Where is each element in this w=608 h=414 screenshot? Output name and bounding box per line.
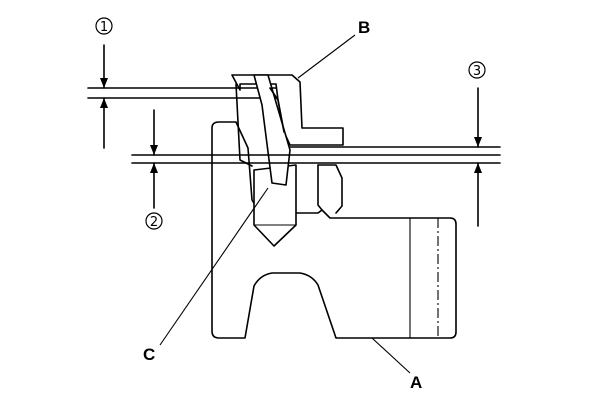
part-b-clip	[231, 74, 344, 146]
dim3-arrow-up	[474, 163, 482, 173]
dim1-arrow-up	[100, 98, 108, 108]
part-b-leg	[253, 74, 291, 186]
label-b: B	[358, 18, 370, 37]
leader-b	[297, 34, 356, 79]
dim3-arrow-down	[474, 137, 482, 147]
part-b-inner	[235, 83, 253, 167]
dim2-circle	[145, 212, 163, 230]
label-c: C	[143, 345, 155, 364]
dim1-circle	[95, 17, 113, 35]
part-a-step	[317, 164, 343, 214]
leader-a	[371, 337, 411, 374]
label-a: A	[410, 373, 422, 392]
part-a-step-left	[317, 164, 323, 211]
dim1-label: 1	[100, 20, 108, 35]
dim3-circle	[468, 61, 486, 79]
leader-c	[159, 187, 269, 346]
part-b-inner2	[269, 87, 285, 133]
dim2-arrow-up	[150, 163, 158, 173]
dim2-arrow-down	[150, 145, 158, 155]
part-a-body	[211, 121, 457, 339]
dim3-label: 3	[473, 64, 481, 79]
dim1-arrow-down	[100, 78, 108, 88]
dim2-label: 2	[150, 215, 158, 230]
